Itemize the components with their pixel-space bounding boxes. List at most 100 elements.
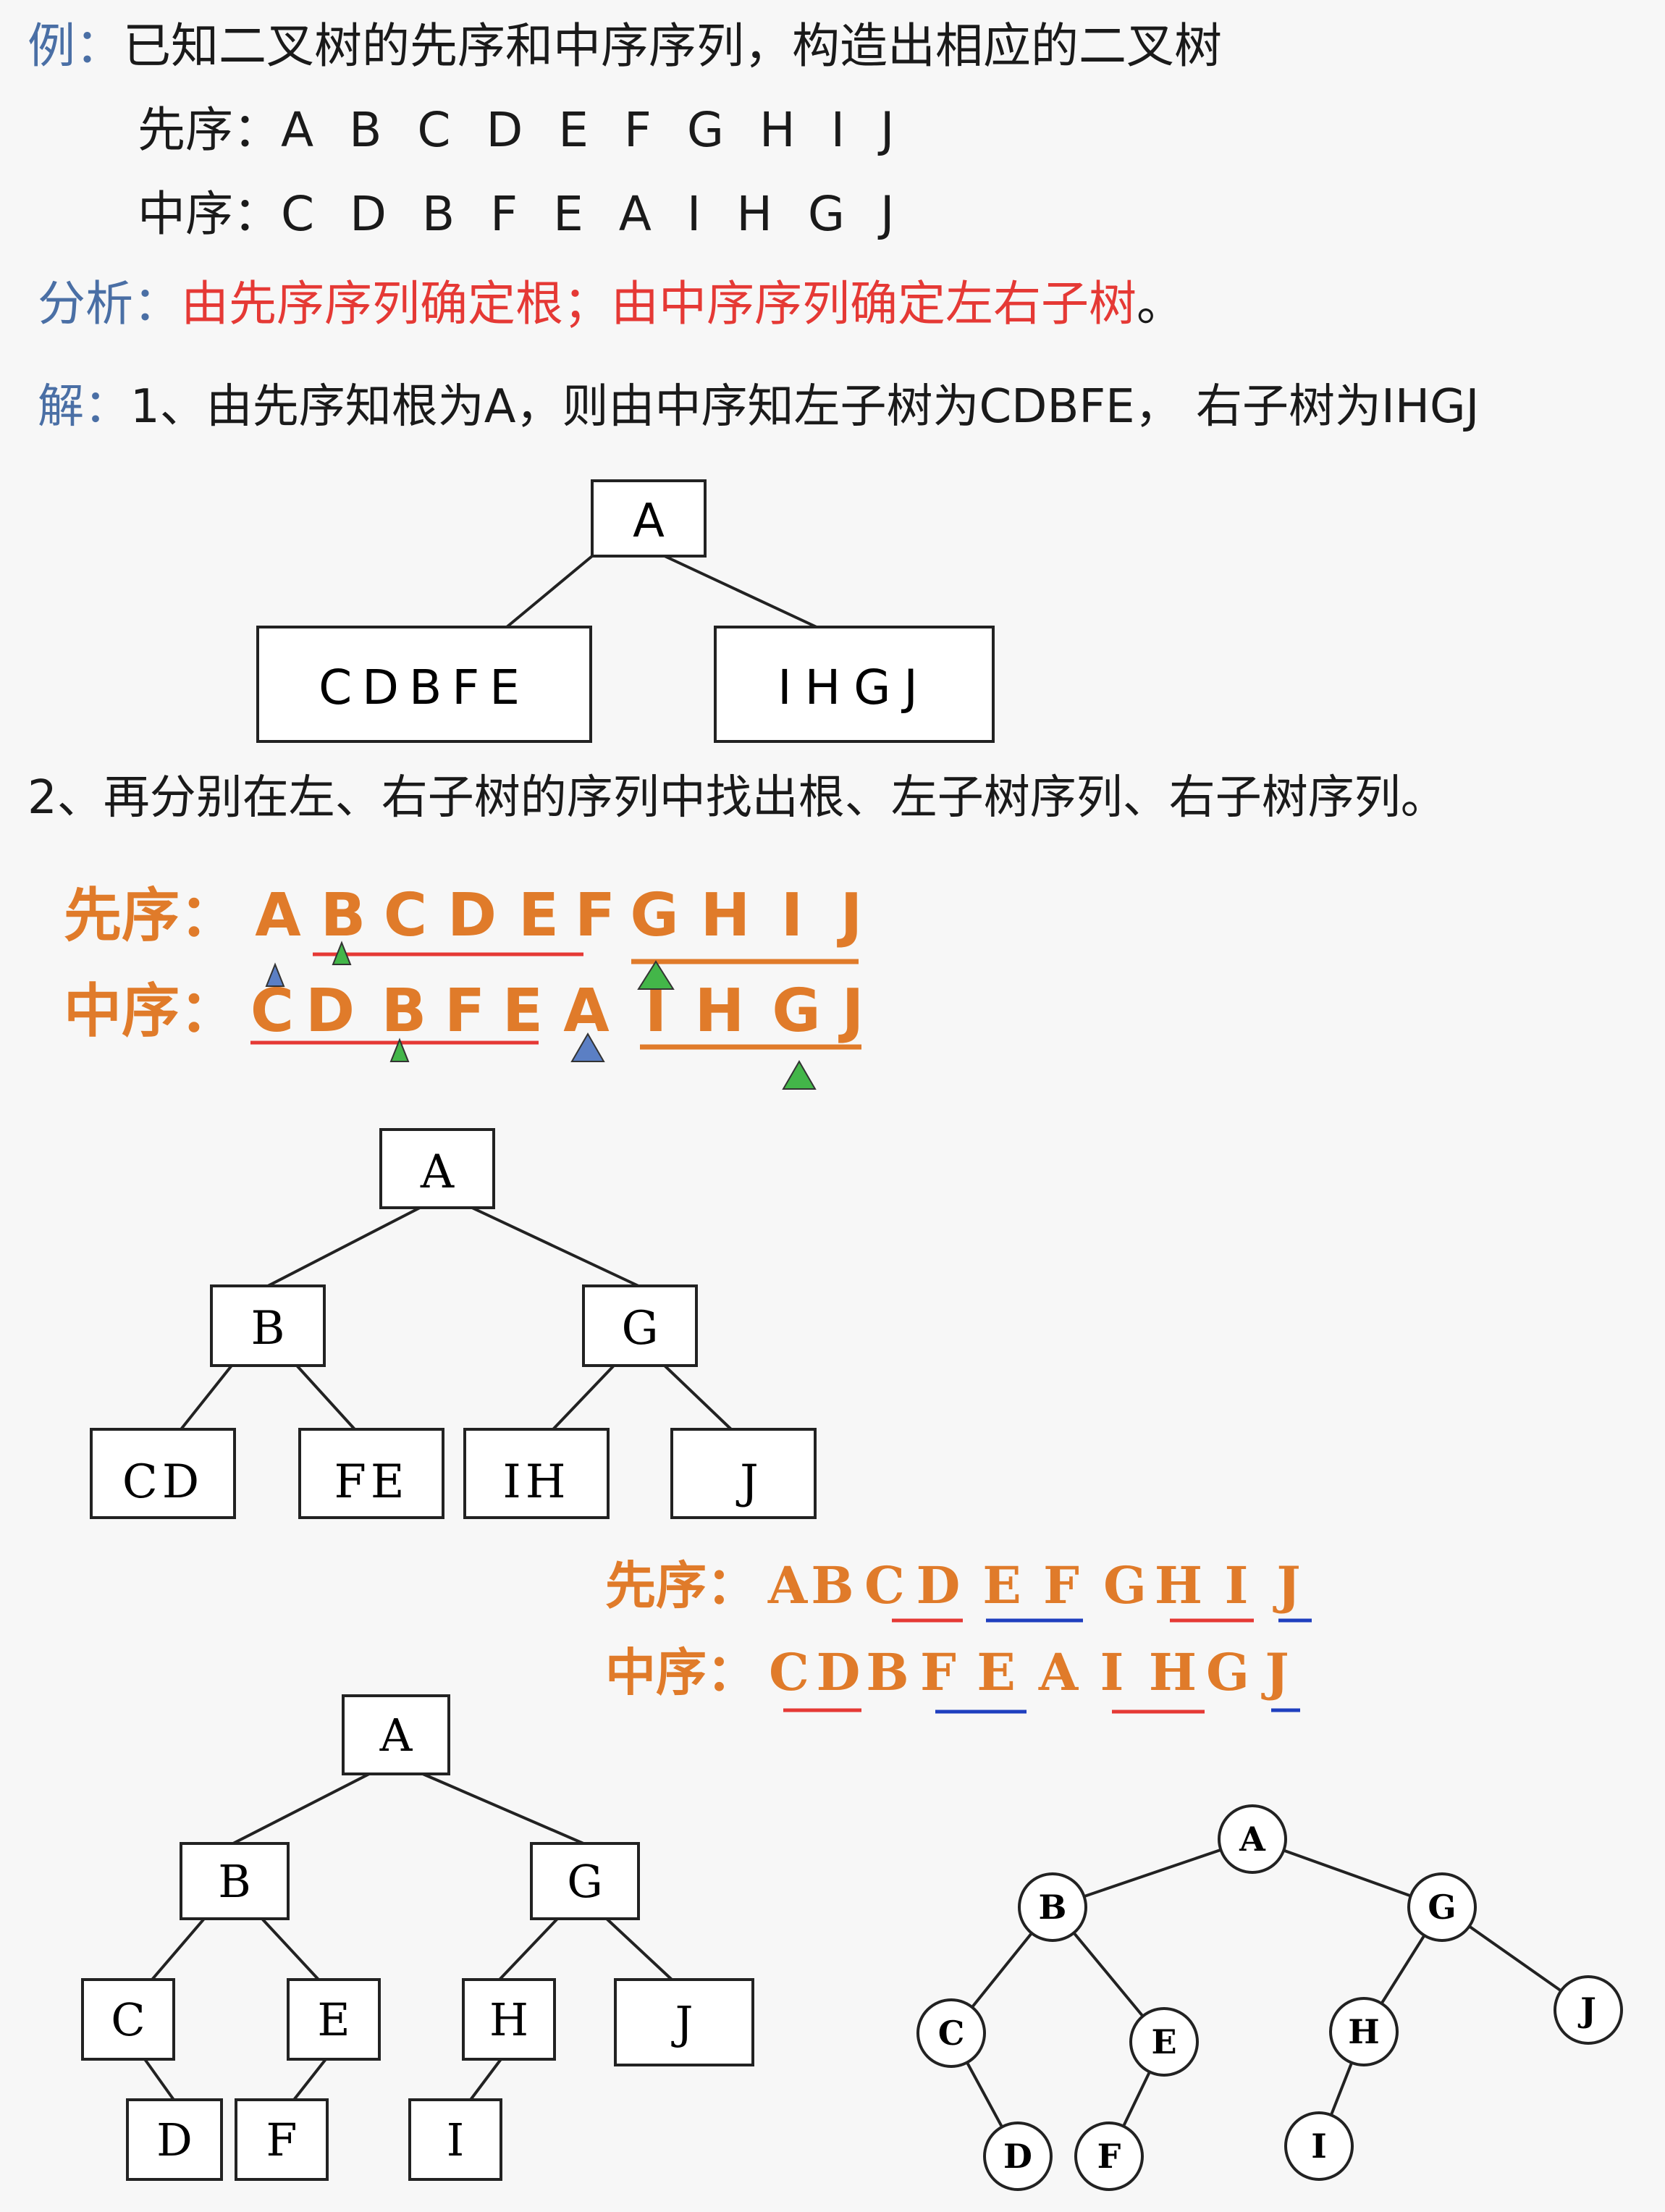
ob1-in-letter: C — [250, 977, 294, 1046]
tree4-node-a — [1218, 1804, 1287, 1874]
tree4-label-d: D — [1003, 2137, 1032, 2176]
ob2-in-letter: F — [920, 1642, 956, 1702]
tree2-edge-b-fe — [295, 1364, 356, 1431]
tree2-label-ih: IH — [502, 1455, 570, 1509]
tree1-left-label: CDBFE — [319, 660, 530, 715]
ob1-pre-letter: A — [255, 881, 301, 950]
tree2-node-ih: IH — [463, 1428, 610, 1519]
tree3-label-f: F — [266, 2114, 297, 2166]
preorder-label: 先序： — [138, 102, 281, 158]
ob2-in-letter: G — [1206, 1642, 1249, 1702]
tree2-label-b: B — [250, 1302, 284, 1355]
tree2-edge-g-ih — [552, 1364, 615, 1431]
ob1-pre-letter: G — [630, 881, 678, 950]
tree4-label-c: C — [938, 2014, 965, 2053]
tree3-edge-c-d — [143, 2058, 175, 2101]
tree3-label-e: E — [317, 1993, 350, 2046]
tree2: A B G CD FE IH J — [90, 1128, 817, 1519]
tree4-label-a: A — [1239, 1820, 1266, 1859]
ob2-pre-letter: G — [1103, 1555, 1147, 1615]
tree3-label-g: G — [567, 1855, 603, 1908]
tree3-edge-a-g — [422, 1772, 584, 1845]
ob2-in-letter: B — [866, 1642, 909, 1702]
tree2-edge-a-b — [267, 1206, 421, 1287]
ob2-in-letter: E — [977, 1642, 1015, 1702]
tree4-label-f: F — [1097, 2137, 1121, 2176]
example-label: 例： — [28, 18, 123, 74]
analysis-end: 。 — [1137, 276, 1184, 332]
tree3-label-c: C — [111, 1993, 145, 2046]
tree4-label-e: E — [1151, 2022, 1176, 2061]
ob2-in-letter: H — [1149, 1642, 1197, 1702]
example-line: 例：已知二叉树的先序和中序序列，构造出相应的二叉树 — [28, 7, 1222, 77]
tree3-node-g — [530, 1842, 640, 1920]
tree3-node-j — [614, 1978, 754, 2066]
tree1-right-label: IHGJ — [777, 660, 931, 715]
tree4-edge-a-b — [1052, 1838, 1253, 1909]
ob1-in-letter: B — [382, 977, 427, 1046]
tree1-root-label: A — [633, 495, 665, 548]
ob2-pre-letter: I — [1225, 1555, 1249, 1615]
ob1-pre-letter: D — [447, 881, 497, 950]
marker-right-root-in — [782, 1060, 817, 1090]
tree3-node-f — [235, 2098, 329, 2181]
ob2-pre-letter: J — [1272, 1555, 1300, 1615]
tree2-node-a: A — [379, 1128, 495, 1209]
tree3-label-d: D — [156, 2114, 193, 2166]
ob1-pre-letter: H — [701, 881, 751, 950]
ob1-pre-letter: C — [384, 881, 427, 950]
tree4-node-h — [1329, 1997, 1399, 2066]
tree3-label-a: A — [379, 1709, 413, 1762]
ob1-in-label: 中序： — [64, 977, 237, 1045]
tree3-edge-g-h — [498, 1917, 559, 1981]
tree1: A CDBFE IHGJ — [256, 479, 995, 743]
ob2-in-letter: D — [817, 1642, 861, 1702]
ob2-pre-letter: F — [1043, 1555, 1079, 1615]
ob2-in-letter: I — [1100, 1642, 1124, 1702]
ob2-pre-letter: B — [811, 1555, 853, 1615]
tree3-edge-g-j — [605, 1917, 673, 1981]
step1-text: 1、由先序知根为A，则由中序知左子树为CDBFE， 右子树为IHGJ — [130, 380, 1480, 434]
tree2-label-a: A — [420, 1145, 455, 1199]
tree3-edge-b-c — [151, 1917, 206, 1981]
inorder-line: 中序：C D B F E A I H G J — [138, 175, 905, 245]
tree2-node-fe: FE — [298, 1428, 444, 1519]
analysis-line: 分析：由先序序列确定根；由中序序列确定左右子树。 — [38, 265, 1184, 335]
tree2-label-cd: CD — [122, 1455, 203, 1509]
tree4-node-c — [916, 1998, 986, 2068]
tree2-node-b: B — [210, 1284, 326, 1367]
tree2-node-g: G — [582, 1284, 698, 1367]
ob1-in-letter: E — [502, 977, 543, 1046]
ob1-pre-letter: E — [518, 881, 559, 950]
tree1-left-node: CDBFE — [256, 626, 592, 743]
inorder-sequence: C D B F E A I H G J — [281, 186, 905, 242]
ob2-in-letter: A — [1038, 1642, 1079, 1702]
solution-step2: 2、再分别在左、右子树的序列中找出根、左子树序列、右子树序列。 — [28, 771, 1447, 825]
ob2-in-letter: J — [1260, 1642, 1289, 1702]
marker-root-pre — [265, 962, 285, 987]
ob1-in-letter: H — [695, 977, 745, 1046]
tree4-label-b: B — [1039, 1888, 1067, 1927]
tree2-edge-a-g — [471, 1206, 639, 1287]
solution-step1: 解：1、由先序知根为A，则由中序知左子树为CDBFE， 右子树为IHGJ — [38, 369, 1479, 436]
tree1-right-node: IHGJ — [714, 626, 995, 743]
tree3-node-i — [408, 2098, 502, 2181]
tree4-label-h: H — [1348, 2012, 1379, 2051]
ob1-pre-letter: J — [837, 881, 863, 950]
tree4-node-j — [1554, 1975, 1623, 2045]
ob2-pre-letter: E — [982, 1555, 1021, 1615]
tree3-label-b: B — [218, 1855, 251, 1908]
ob2-in-label: 中序： — [605, 1643, 757, 1702]
ob1-pre-letter: B — [321, 881, 366, 950]
tree2-node-cd: CD — [90, 1428, 236, 1519]
tree4-label-i: I — [1311, 2127, 1327, 2166]
tree3-node-e — [287, 1978, 381, 2061]
tree1-root-node: A — [591, 479, 707, 558]
inorder-label: 中序： — [138, 186, 281, 242]
